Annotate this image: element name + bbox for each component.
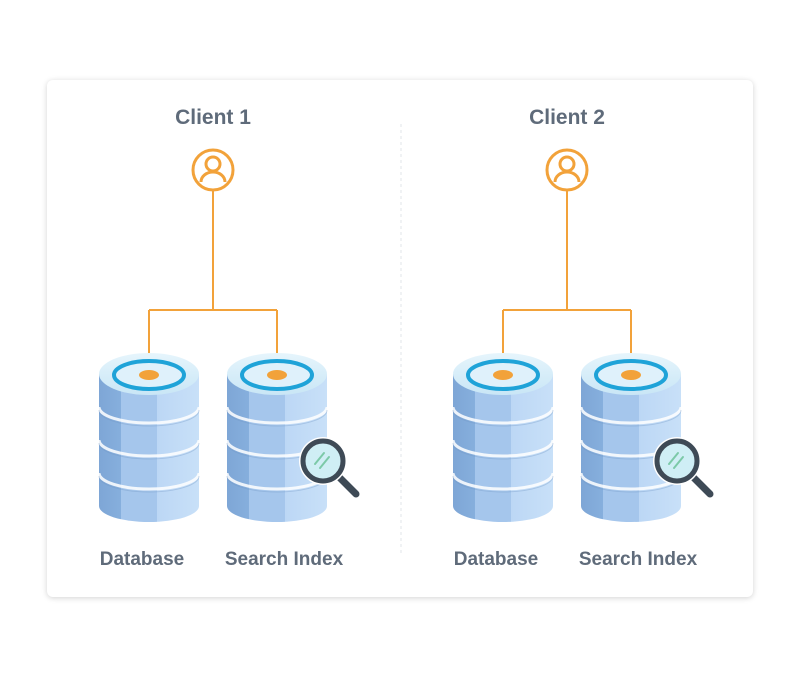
database-icon [97, 351, 201, 524]
connector-lines [148, 190, 278, 373]
user-icon [545, 148, 589, 192]
user-icon [191, 148, 235, 192]
store-label: Database [454, 549, 539, 570]
client-group-1: Client 1 Database Sear [97, 106, 356, 570]
store-label: Search Index [225, 549, 344, 570]
store-label: Database [100, 549, 185, 570]
database-icon [451, 351, 555, 524]
client-title: Client 1 [175, 106, 251, 129]
client-group-2: Client 2 Database Sear [451, 106, 710, 570]
connector-lines [502, 190, 632, 373]
database-icon [225, 351, 329, 524]
database-icon [579, 351, 683, 524]
store-label: Search Index [579, 549, 698, 570]
client-title: Client 2 [529, 106, 605, 129]
